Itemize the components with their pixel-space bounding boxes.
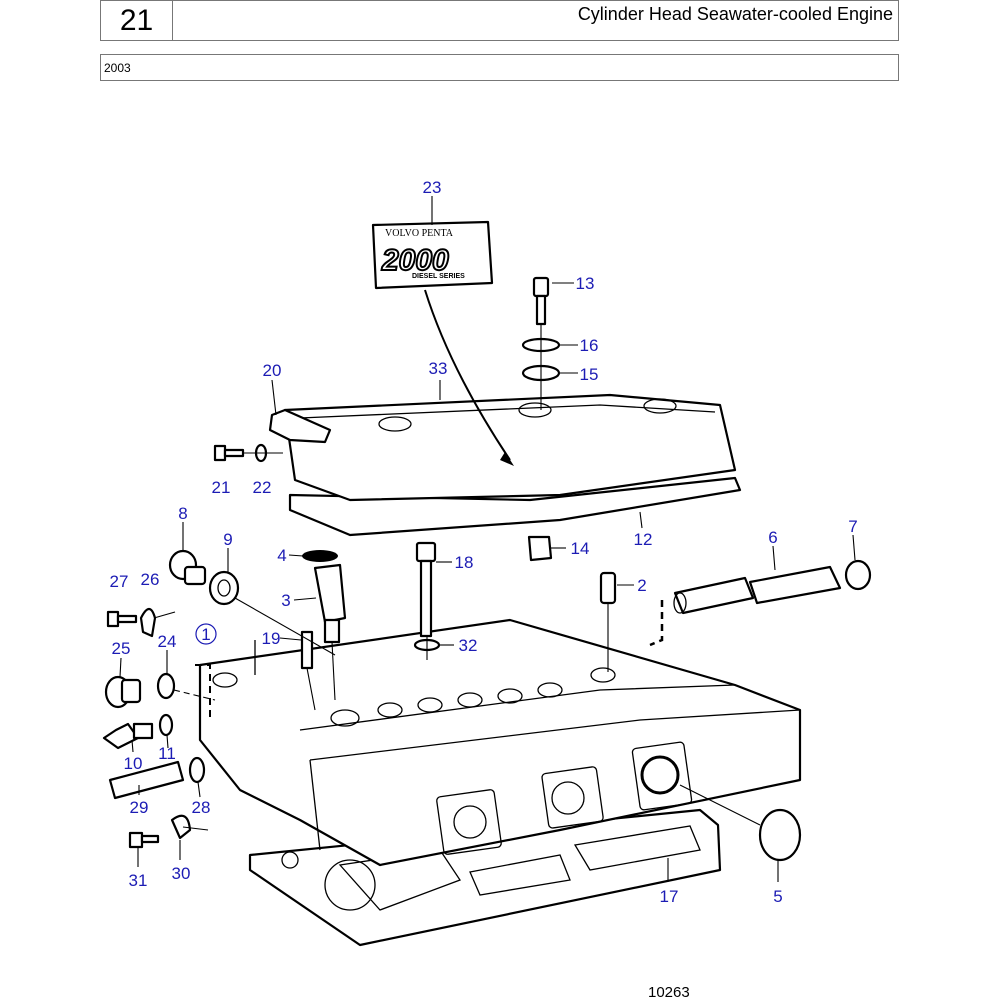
callout-13: 13 (576, 274, 595, 293)
callout-33: 33 (429, 359, 448, 378)
callout-19: 19 (262, 629, 281, 648)
callout-23: 23 (423, 178, 442, 197)
model-year: 2003 (104, 61, 131, 75)
decal-brand: VOLVO PENTA (385, 228, 454, 239)
callout-25: 25 (112, 639, 131, 658)
callout-5: 5 (773, 887, 782, 906)
callout-6: 6 (768, 528, 777, 547)
callout-17: 17 (660, 887, 679, 906)
callout-9: 9 (223, 530, 232, 549)
callout-14: 14 (571, 539, 590, 558)
callout-2: 2 (637, 576, 646, 595)
callout-labels: 23 13 16 15 20 33 21 22 8 9 4 18 14 12 6… (110, 178, 858, 906)
callout-1: 1 (201, 625, 210, 644)
callout-8: 8 (178, 504, 187, 523)
decal-series: DIESEL SERIES (412, 273, 465, 280)
callout-15: 15 (580, 365, 599, 384)
callout-20: 20 (263, 361, 282, 380)
callout-27: 27 (110, 572, 129, 591)
callout-11: 11 (158, 744, 176, 763)
callout-4: 4 (277, 546, 286, 565)
callout-10: 10 (124, 754, 143, 773)
assembly-lines (153, 324, 761, 831)
figure-reference: 10263 (648, 984, 690, 1001)
callout-16: 16 (580, 336, 599, 355)
model-decal: VOLVO PENTA 2000 DIESEL SERIES (371, 220, 514, 466)
callout-30: 30 (172, 864, 191, 883)
callout-28: 28 (192, 798, 211, 817)
callout-18: 18 (455, 553, 474, 572)
callout-26: 26 (141, 570, 160, 589)
callout-32: 32 (459, 636, 478, 655)
callout-22: 22 (253, 478, 272, 497)
section-number: 21 (101, 1, 173, 40)
callout-24: 24 (158, 632, 177, 651)
subheader-bar: 2003 (100, 54, 899, 81)
valve-cover (268, 393, 742, 537)
callout-12: 12 (634, 530, 653, 549)
cylinder-head (198, 618, 802, 867)
callout-29: 29 (130, 798, 149, 817)
callout-leaders (119, 196, 856, 882)
header-bar: 21 Cylinder Head Seawater-cooled Engine (100, 0, 899, 41)
callout-3: 3 (281, 591, 290, 610)
decal-model: 2000 (381, 244, 449, 277)
page-title: Cylinder Head Seawater-cooled Engine (577, 4, 893, 24)
callout-31: 31 (129, 871, 148, 890)
callout-21: 21 (212, 478, 231, 497)
callout-7: 7 (848, 517, 857, 536)
